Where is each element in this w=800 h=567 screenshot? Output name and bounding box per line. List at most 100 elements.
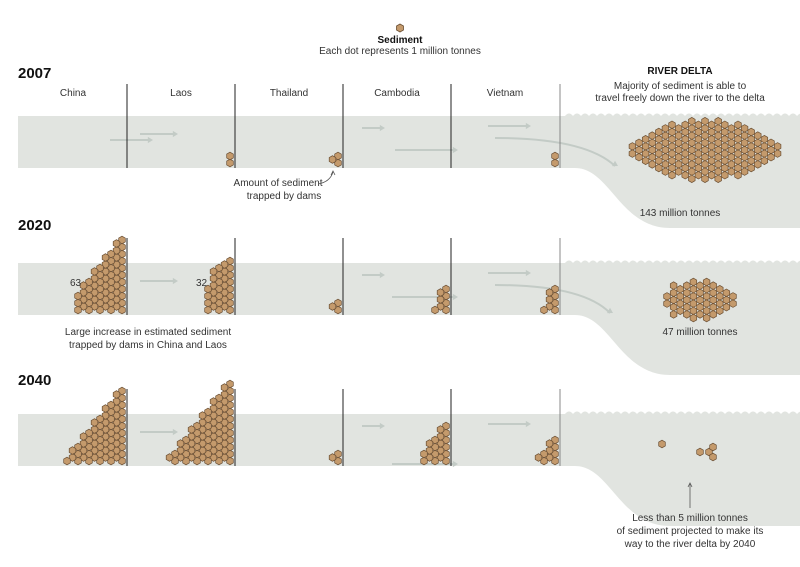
delta-sediment-dot [714,145,722,155]
delta-sediment-dot [688,145,696,155]
delta-sediment-dot [641,142,650,151]
sediment-dot [187,432,196,441]
delta-sediment-dot [668,120,676,130]
delta-sediment-dot [701,138,709,148]
delta-sediment-dot [722,288,731,298]
sediment-dot [209,397,218,406]
sediment-dot [176,439,185,448]
note-2007-2: trapped by dams [247,191,322,202]
delta-sediment-dot [694,127,703,137]
note-2020-2: trapped by dams in China and Laos [69,340,227,351]
year-2020: 2020 [18,217,51,234]
delta-sediment-dot [701,145,709,155]
delta-sediment-dot [668,142,676,151]
delta-sediment-dot [701,131,709,140]
note-2040-2: of sediment projected to make its [617,526,764,537]
delta-sediment-dot [714,174,722,184]
delta-sediment-dot [740,167,749,176]
flow-arrowhead [172,428,178,436]
sediment-dot [545,439,554,448]
delta-sediment-dot [709,281,717,290]
delta-sediment-dot [661,160,670,169]
delta-sediment-dot [734,170,742,180]
delta-sediment-dot [727,131,736,140]
delta-total-2007: 143 million tonnes [640,208,721,219]
delta-sediment-dot [714,124,722,133]
delta-sediment-dot [721,163,729,173]
delta-sediment-dot [674,160,683,169]
delta-sediment-dot [773,149,782,158]
delta-desc-1: Majority of sediment is able to [614,81,747,92]
sediment-dot [540,449,548,459]
delta-sediment-dot [740,160,749,169]
sediment-dot [118,235,126,245]
sediment-dot [436,288,445,297]
sediment-dot [436,432,445,441]
sediment-dot [198,411,207,420]
sediment-dot [215,263,223,273]
delta-sediment-dot [648,138,656,148]
delta-sediment-dot [727,167,736,176]
flow-arrowhead [172,130,178,138]
country-laos: Laos [170,88,192,99]
sediment-dot [101,411,110,420]
sediment-dot [226,379,234,389]
delta-sediment-dot [729,292,737,301]
delta-sediment-dot [648,145,656,155]
pile-label-china: 63 [70,278,82,289]
delta-sediment-dot [661,131,670,140]
delta-sediment-dot [669,295,678,305]
delta-sediment-dot [701,116,709,126]
delta-sediment-dot [689,299,698,308]
sediment-dot [171,449,179,459]
delta-sediment-dot [707,149,716,158]
sediment-dot [551,158,559,168]
delta-sediment-dot [740,131,749,140]
flow-arrowhead [525,269,531,277]
delta-sediment-dot [740,124,749,133]
delta-sediment-dot [688,174,696,184]
delta-sediment-dot [767,145,775,155]
delta-sediment-dot [714,138,722,148]
sediment-dot [209,281,218,290]
flow-arrowhead [379,124,385,132]
delta-sediment-dot [641,134,650,144]
sediment-dot [209,267,218,276]
sediment-dot [204,284,212,294]
delta-sediment-dot [714,167,722,176]
sediment-dot [334,151,342,161]
sediment-dot [436,425,445,434]
delta-sediment-dot [721,134,729,144]
sediment-dot [328,453,337,462]
delta-sediment-dot [681,127,689,137]
delta-sediment-dot [648,152,656,162]
delta-sediment-dot [648,131,656,140]
delta-sediment-dot [655,134,663,144]
delta-sediment-dot [683,288,691,298]
flow-arrowhead [612,160,618,167]
sediment-dot [420,456,428,466]
sediment-dot [545,302,554,311]
delta-sediment-dot [661,167,670,176]
legend-dot-icon [396,23,404,33]
delta-desc-2: travel freely down the river to the delt… [595,93,765,104]
delta-sediment-dot [669,288,678,298]
delta-sediment-dot [714,152,722,162]
delta-sediment-dot [754,160,762,169]
delta-sediment-dot [635,152,643,162]
delta-sediment-dot [694,134,703,144]
sediment-dot [101,260,110,269]
curved-arrow-icon [317,171,334,185]
delta-sediment-dot [696,295,704,305]
delta-sediment-dot [694,163,703,173]
sediment-dot [176,446,185,455]
sediment-dot [112,239,121,248]
delta-sediment-dot [669,281,678,290]
sediment-dot [74,298,82,308]
delta-sediment-dot [716,284,724,294]
delta-sediment-dot [727,124,736,133]
sediment-dot [112,390,121,399]
sediment-dot [193,421,201,431]
sediment-dot [220,260,229,269]
